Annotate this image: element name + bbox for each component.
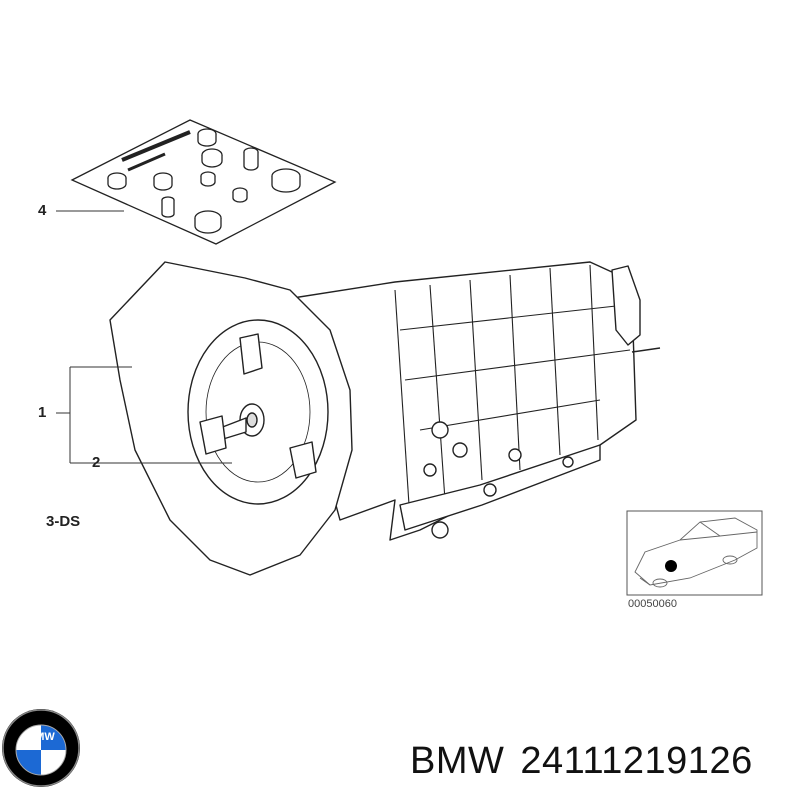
- transmission-housing: [109, 261, 661, 576]
- part-number: 24111219126: [520, 740, 753, 782]
- seal-kit-parts: [107, 128, 301, 234]
- inset-ref-number: 00050060: [628, 598, 677, 610]
- product-caption: BMW 24111219126: [410, 740, 769, 783]
- model-code: 3-DS: [46, 513, 81, 530]
- logo-letters: BMW: [27, 731, 55, 743]
- bmw-roundel-icon: BMW: [2, 709, 80, 787]
- seal-kit-plate: [70, 119, 337, 245]
- callout-4: 4: [38, 202, 47, 219]
- leader-1-bracket: [56, 366, 232, 464]
- callout-1: 1: [38, 404, 47, 421]
- callout-2: 2: [92, 454, 101, 471]
- car-locator-inset: [626, 510, 763, 596]
- brand-name: BMW: [410, 740, 505, 782]
